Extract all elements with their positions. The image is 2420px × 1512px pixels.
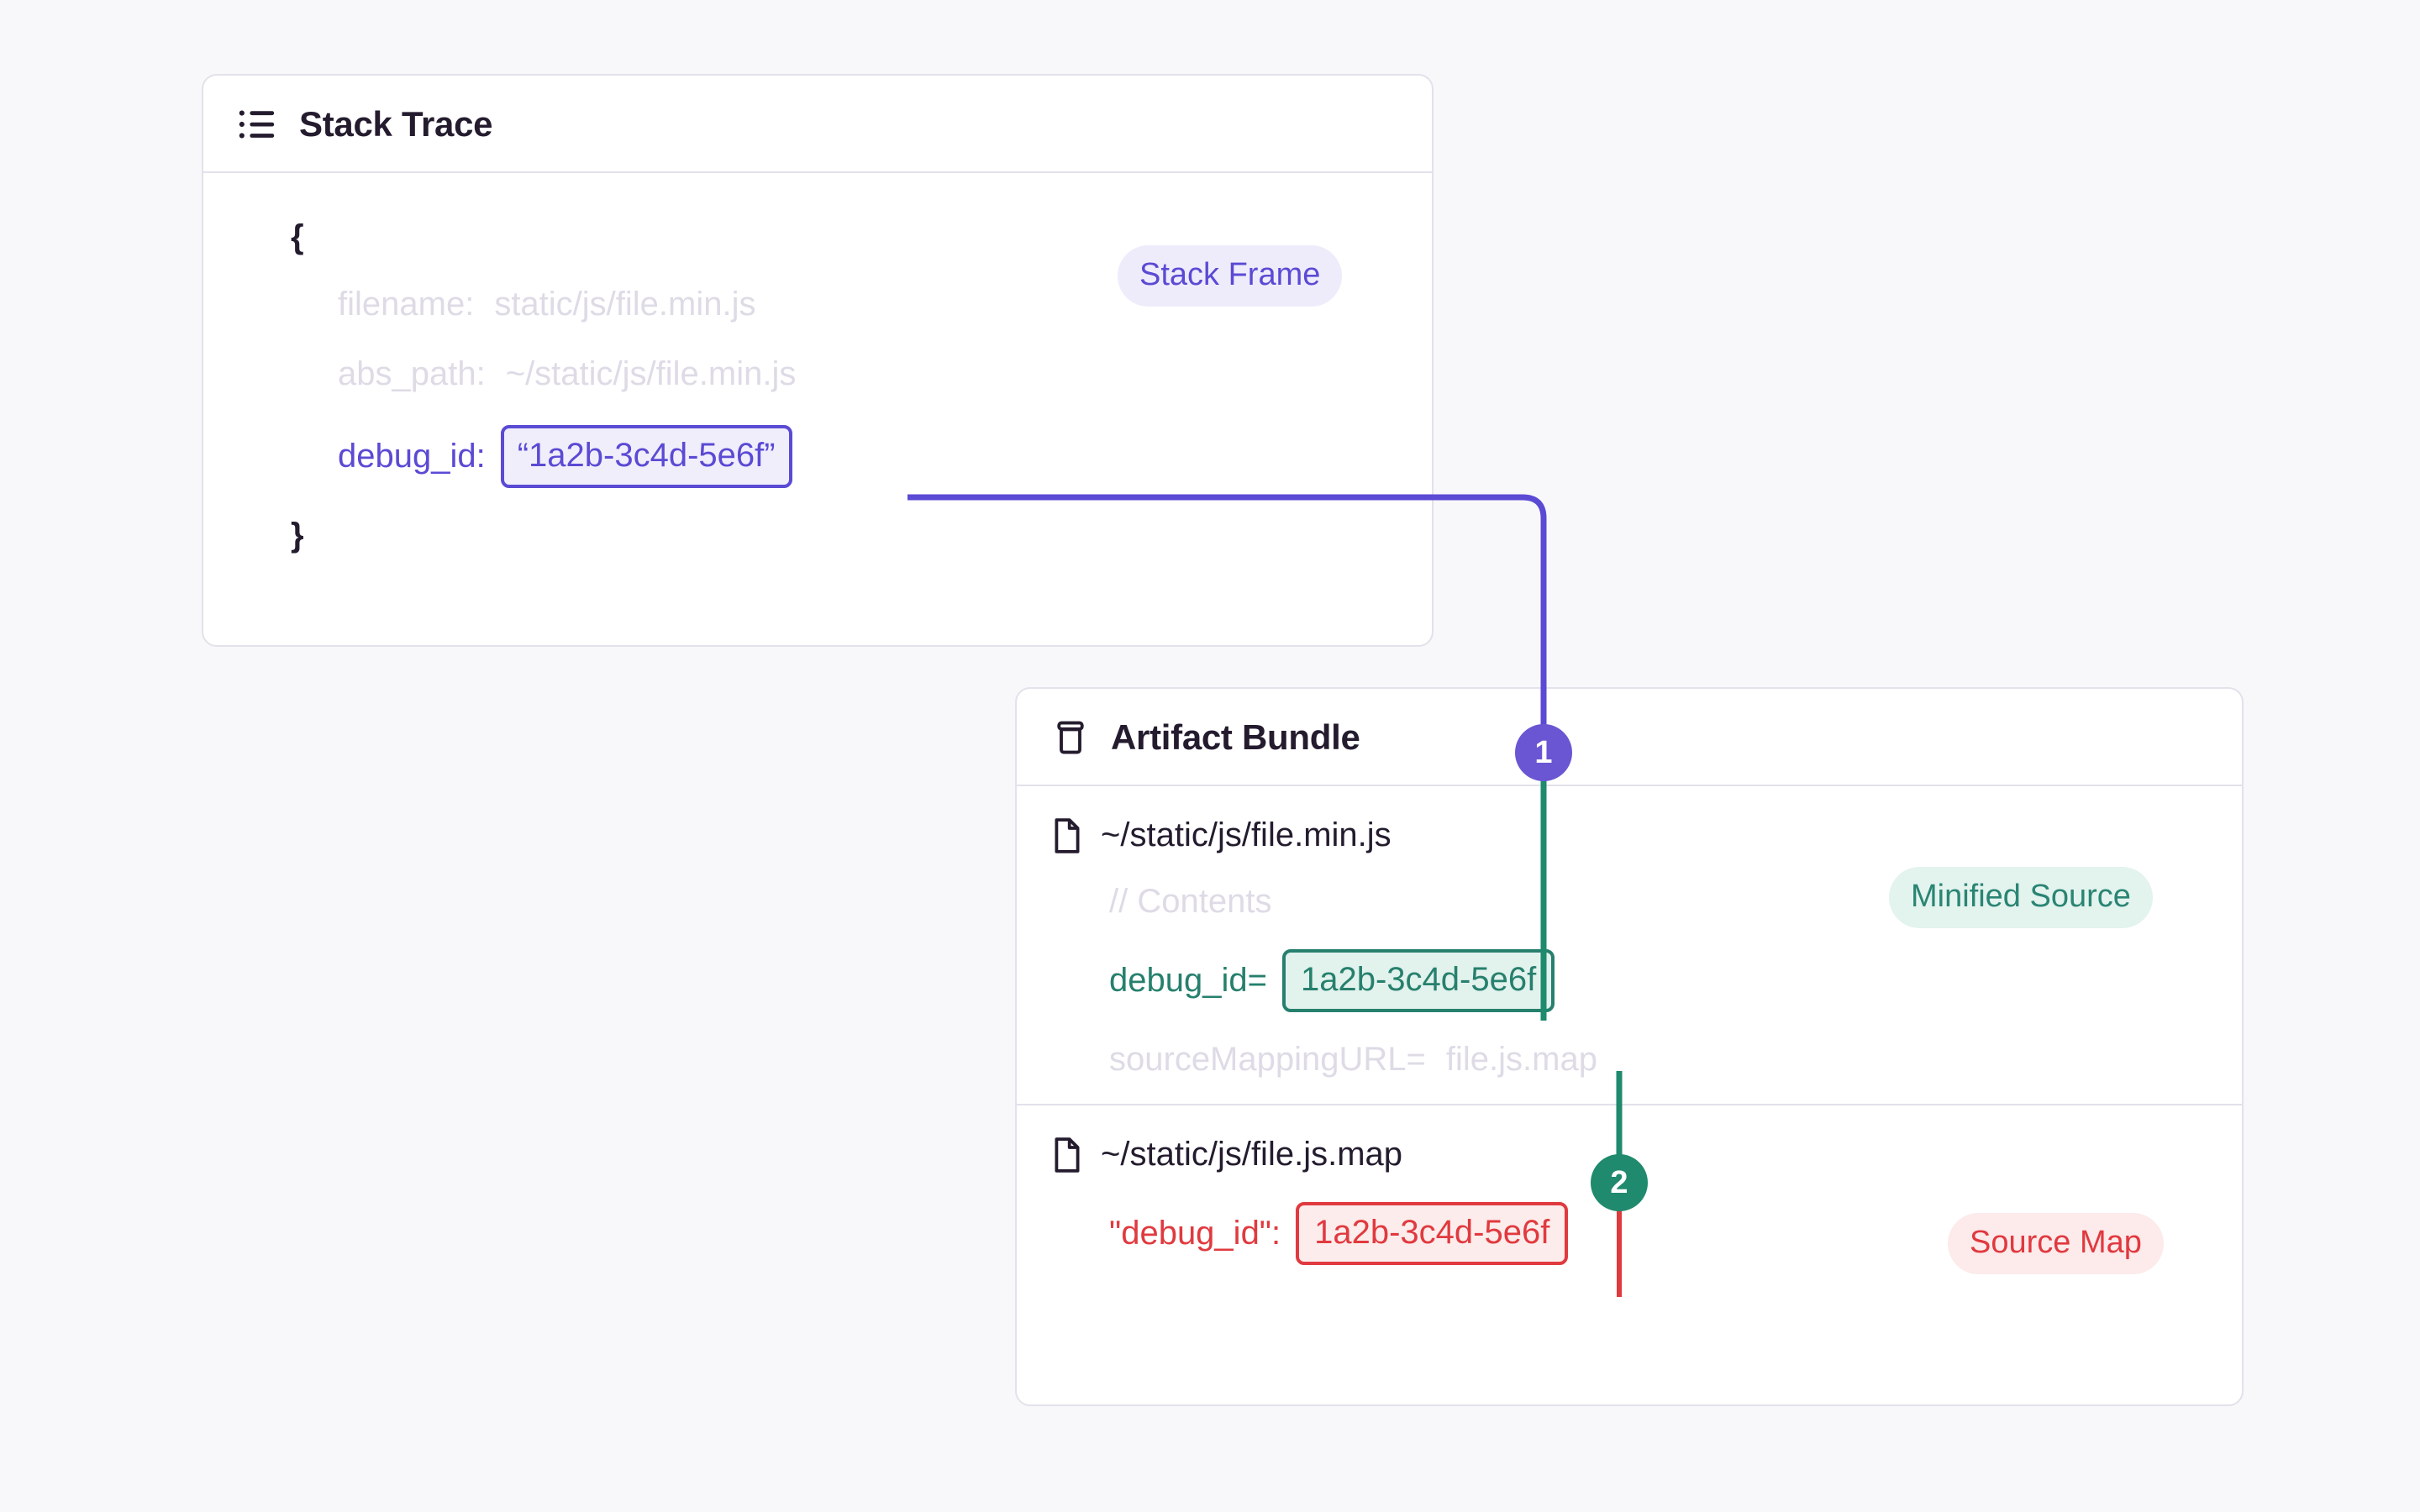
field-key: filename: bbox=[338, 286, 475, 323]
stack-trace-card: Stack Trace { filename: static/js/file.m… bbox=[202, 74, 1434, 647]
minified-source-file-row: ~/static/js/file.min.js bbox=[1052, 816, 2207, 854]
archive-box-icon bbox=[1052, 719, 1089, 756]
field-key: debug_id: bbox=[338, 438, 486, 475]
stack-trace-title: Stack Trace bbox=[299, 104, 493, 144]
source-map-badge: Source Map bbox=[1948, 1213, 2164, 1274]
artifact-bundle-card: Artifact Bundle ~/static/js/file.min.js … bbox=[1015, 687, 2244, 1406]
line-key: sourceMappingURL= bbox=[1109, 1041, 1426, 1078]
line-key: "debug_id": bbox=[1109, 1215, 1281, 1252]
stack-frame-field-abs-path: abs_path: ~/static/js/file.min.js bbox=[338, 355, 1397, 393]
json-close-brace: } bbox=[291, 517, 304, 554]
source-map-section: ~/static/js/file.js.map "debug_id": 1a2b… bbox=[1017, 1104, 2242, 1290]
json-open-brace: { bbox=[291, 218, 304, 255]
field-value: ~/static/js/file.min.js bbox=[505, 355, 797, 392]
stack-trace-header: Stack Trace bbox=[203, 76, 1432, 173]
stack-frame-field-debug-id: debug_id: “1a2b-3c4d-5e6f” bbox=[338, 425, 1397, 488]
minified-source-section: ~/static/js/file.min.js // Contents debu… bbox=[1017, 786, 2242, 1104]
stack-frame-field-filename: filename: static/js/file.min.js bbox=[338, 286, 1397, 323]
source-map-debug-id-highlight[interactable]: 1a2b-3c4d-5e6f bbox=[1296, 1202, 1569, 1265]
line-key: // Contents bbox=[1109, 883, 1272, 920]
line-value: file.js.map bbox=[1445, 1041, 1597, 1078]
debug-id-value-highlight[interactable]: “1a2b-3c4d-5e6f” bbox=[500, 425, 792, 488]
minified-source-sourcemapping-line: sourceMappingURL= file.js.map bbox=[1109, 1041, 2207, 1079]
field-key: abs_path: bbox=[338, 355, 486, 392]
minified-source-file-name: ~/static/js/file.min.js bbox=[1101, 816, 1392, 853]
line-key: debug_id= bbox=[1109, 962, 1267, 999]
source-map-file-name: ~/static/js/file.js.map bbox=[1101, 1136, 1403, 1173]
artifact-bundle-header: Artifact Bundle bbox=[1017, 689, 2242, 786]
minified-source-debug-id-highlight[interactable]: 1a2b-3c4d-5e6f bbox=[1281, 949, 1555, 1012]
source-map-debug-id-line: "debug_id": 1a2b-3c4d-5e6f bbox=[1109, 1202, 2207, 1265]
source-map-file-row: ~/static/js/file.js.map bbox=[1052, 1136, 2207, 1173]
step-badge-1: 1 bbox=[1515, 724, 1572, 781]
stack-trace-body: { filename: static/js/file.min.js abs_pa… bbox=[203, 173, 1432, 585]
file-icon bbox=[1052, 1137, 1082, 1173]
file-icon bbox=[1052, 817, 1082, 854]
stack-frame-badge: Stack Frame bbox=[1118, 245, 1343, 307]
step-badge-2: 2 bbox=[1591, 1154, 1648, 1211]
artifact-bundle-title: Artifact Bundle bbox=[1111, 717, 1360, 757]
minified-source-debug-id-line: debug_id= 1a2b-3c4d-5e6f bbox=[1109, 949, 2207, 1012]
field-value: static/js/file.min.js bbox=[494, 286, 756, 323]
minified-source-badge: Minified Source bbox=[1889, 867, 2153, 928]
list-icon bbox=[239, 108, 277, 141]
minified-source-contents-comment: // Contents bbox=[1109, 883, 2207, 921]
